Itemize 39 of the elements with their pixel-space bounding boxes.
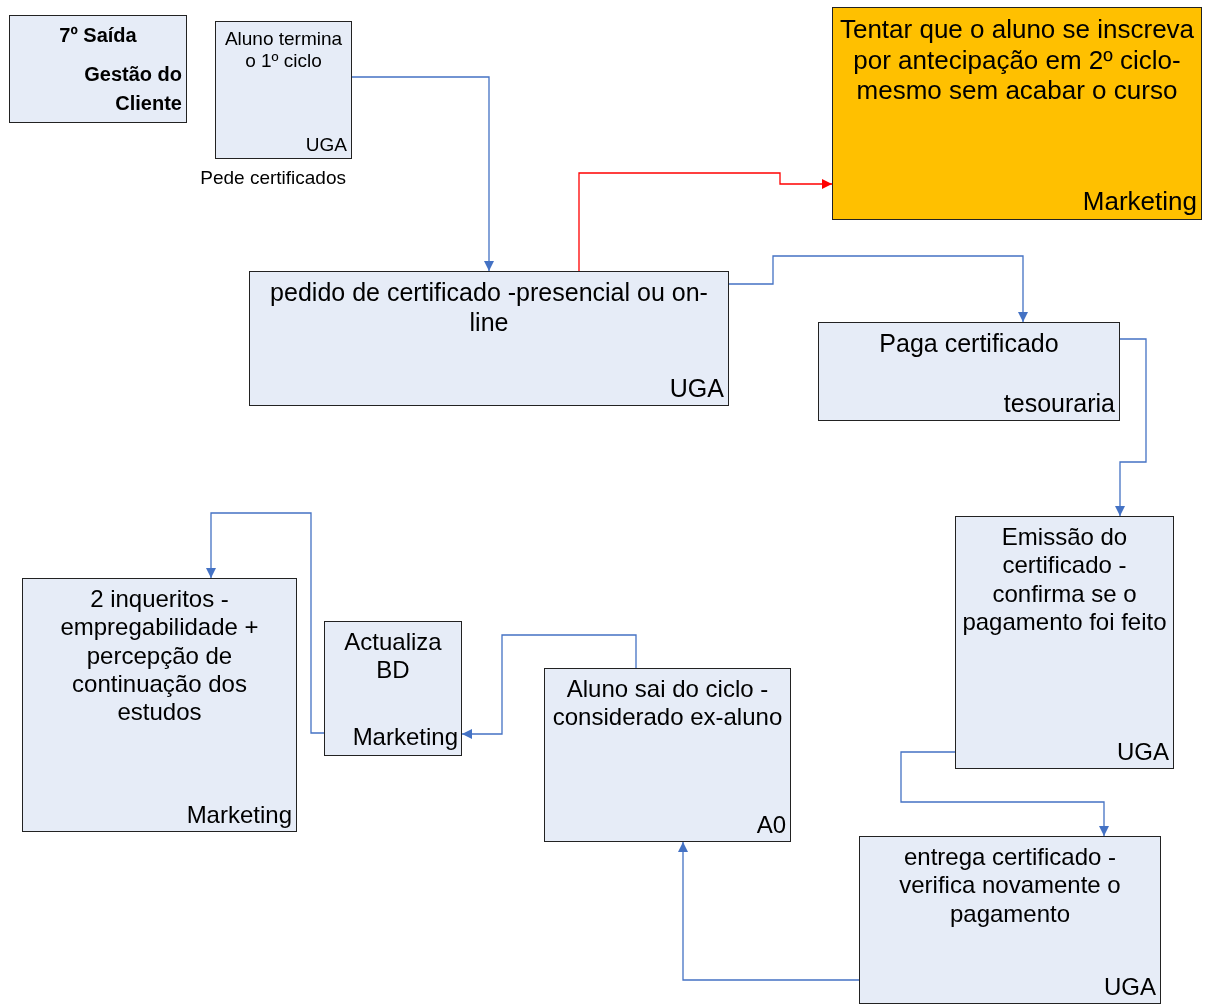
step-text: Actualiza BD bbox=[343, 628, 443, 685]
process-box bbox=[9, 15, 187, 123]
connector-arrow bbox=[1115, 338, 1147, 517]
process-box bbox=[249, 271, 729, 406]
owner-label: UGA bbox=[305, 134, 347, 156]
step-text: Aluno sai do ciclo - considerado ex-aluno bbox=[551, 675, 784, 732]
process-box bbox=[215, 21, 352, 159]
owner-label: UGA bbox=[1117, 738, 1169, 766]
process-box bbox=[859, 836, 1161, 1004]
owner-label: Marketing bbox=[186, 801, 292, 829]
step-text: Paga certificado bbox=[878, 329, 1060, 359]
step-text: pedido de certificado -presencial ou on-line bbox=[269, 278, 709, 337]
owner-label: A0 bbox=[756, 811, 786, 839]
connector-arrow bbox=[206, 512, 325, 734]
connector-arrow bbox=[728, 255, 1028, 323]
owner-label: UGA bbox=[1104, 973, 1156, 1001]
box-subheading: Gestão do Cliente bbox=[83, 62, 182, 116]
step-text: 2 inqueritos - empregabilidade + percepção de continuação dos estudos bbox=[59, 585, 260, 727]
step-text: Tentar que o aluno se inscreva por antecipação em 2º ciclo-mesmo sem acabar o curso bbox=[838, 14, 1196, 106]
connector-arrow bbox=[678, 841, 860, 981]
process-box bbox=[818, 322, 1120, 421]
process-box bbox=[832, 7, 1202, 220]
owner-label: Marketing bbox=[1082, 186, 1197, 217]
owner-label: UGA bbox=[669, 374, 724, 403]
step-note: Pede certificados bbox=[200, 166, 346, 190]
process-box bbox=[955, 516, 1174, 769]
owner-label: Marketing bbox=[352, 723, 458, 751]
step-text: entrega certificado - verifica novamente o pagamento bbox=[898, 843, 1122, 928]
connector-arrow bbox=[461, 634, 637, 739]
process-box bbox=[544, 668, 791, 842]
process-box bbox=[22, 578, 297, 832]
connector-arrow bbox=[578, 172, 833, 272]
process-box bbox=[324, 621, 462, 756]
connector-arrow bbox=[351, 76, 494, 272]
box-heading: 7º Saída bbox=[58, 24, 138, 48]
owner-label: tesouraria bbox=[1003, 389, 1115, 418]
step-text: Emissão do certificado - confirma se o pagamento foi feito bbox=[961, 523, 1168, 637]
connector-arrow bbox=[900, 751, 1109, 837]
step-text: Aluno termina o 1º ciclo bbox=[223, 28, 344, 73]
